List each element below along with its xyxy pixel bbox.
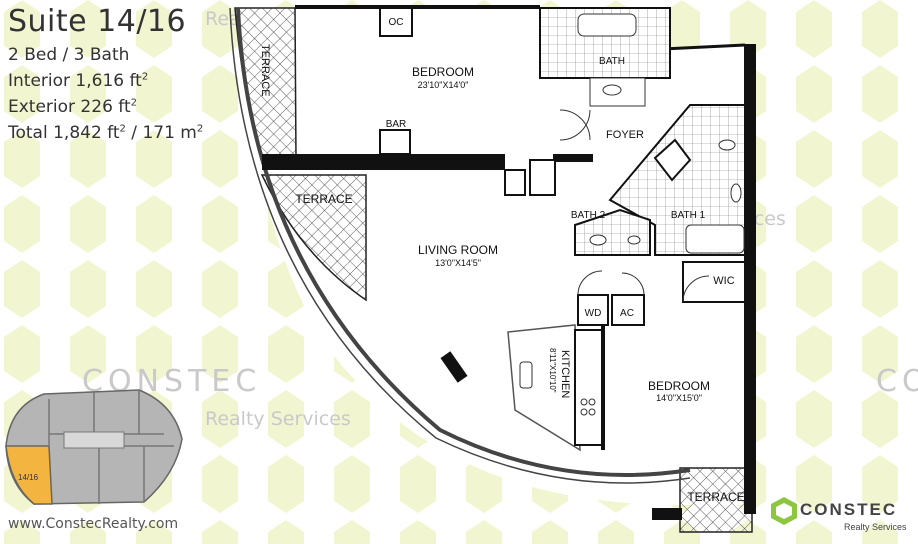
watermark-sub: Realty Services	[205, 408, 351, 430]
watermark-brand: CONSTEC	[876, 364, 918, 399]
room-bedroom2-size: 14'0"X15'0"	[656, 393, 702, 403]
room-terrace-left: TERRACE	[295, 192, 352, 206]
logo-hex-icon	[771, 497, 797, 525]
room-living-size: 13'0"X14'5"	[435, 258, 481, 268]
key-plan-highlight	[5, 445, 53, 505]
exterior-area: Exterior 226 ft2	[8, 97, 138, 117]
suite-title: Suite 14/16	[8, 4, 187, 39]
suite-info: Suite 14/16 2 Bed / 3 Bath Interior 1,61…	[8, 4, 203, 143]
room-wic: WIC	[713, 275, 734, 287]
room-bar: BAR	[386, 119, 407, 130]
room-living-name: LIVING ROOM	[418, 243, 498, 257]
room-bedroom1-size: 23'10"X14'0"	[418, 80, 469, 90]
key-plan: 14/16	[5, 389, 183, 505]
website-link[interactable]: www.ConstecRealty.com	[8, 516, 179, 532]
room-oc: OC	[389, 17, 404, 28]
room-ac: AC	[620, 308, 634, 319]
key-plan-unit-label: 14/16	[18, 473, 39, 482]
logo-sub: Realty Services	[844, 522, 907, 532]
room-kitchen-size: 8'11"X10'10"	[548, 348, 557, 393]
interior-area: Interior 1,616 ft2	[8, 71, 149, 91]
bed-bath: 2 Bed / 3 Bath	[8, 45, 130, 65]
room-bath-top: BATH	[599, 56, 625, 67]
room-wd: WD	[585, 308, 602, 319]
room-bath1: BATH 1	[671, 210, 706, 221]
room-terrace-top: TERRACE	[259, 44, 271, 97]
room-bedroom1-name: BEDROOM	[412, 65, 474, 79]
room-foyer: FOYER	[606, 129, 644, 141]
room-bath2: BATH 2	[571, 210, 606, 221]
room-kitchen-name: KITCHEN	[559, 350, 571, 398]
total-area: Total 1,842 ft2 / 171 m2	[8, 123, 204, 143]
room-terrace-bottom: TERRACE	[687, 490, 744, 504]
room-bedroom2-name: BEDROOM	[648, 379, 710, 393]
logo-brand: CONSTEC	[800, 500, 898, 519]
constec-logo: CONSTEC Realty Services	[770, 496, 907, 532]
